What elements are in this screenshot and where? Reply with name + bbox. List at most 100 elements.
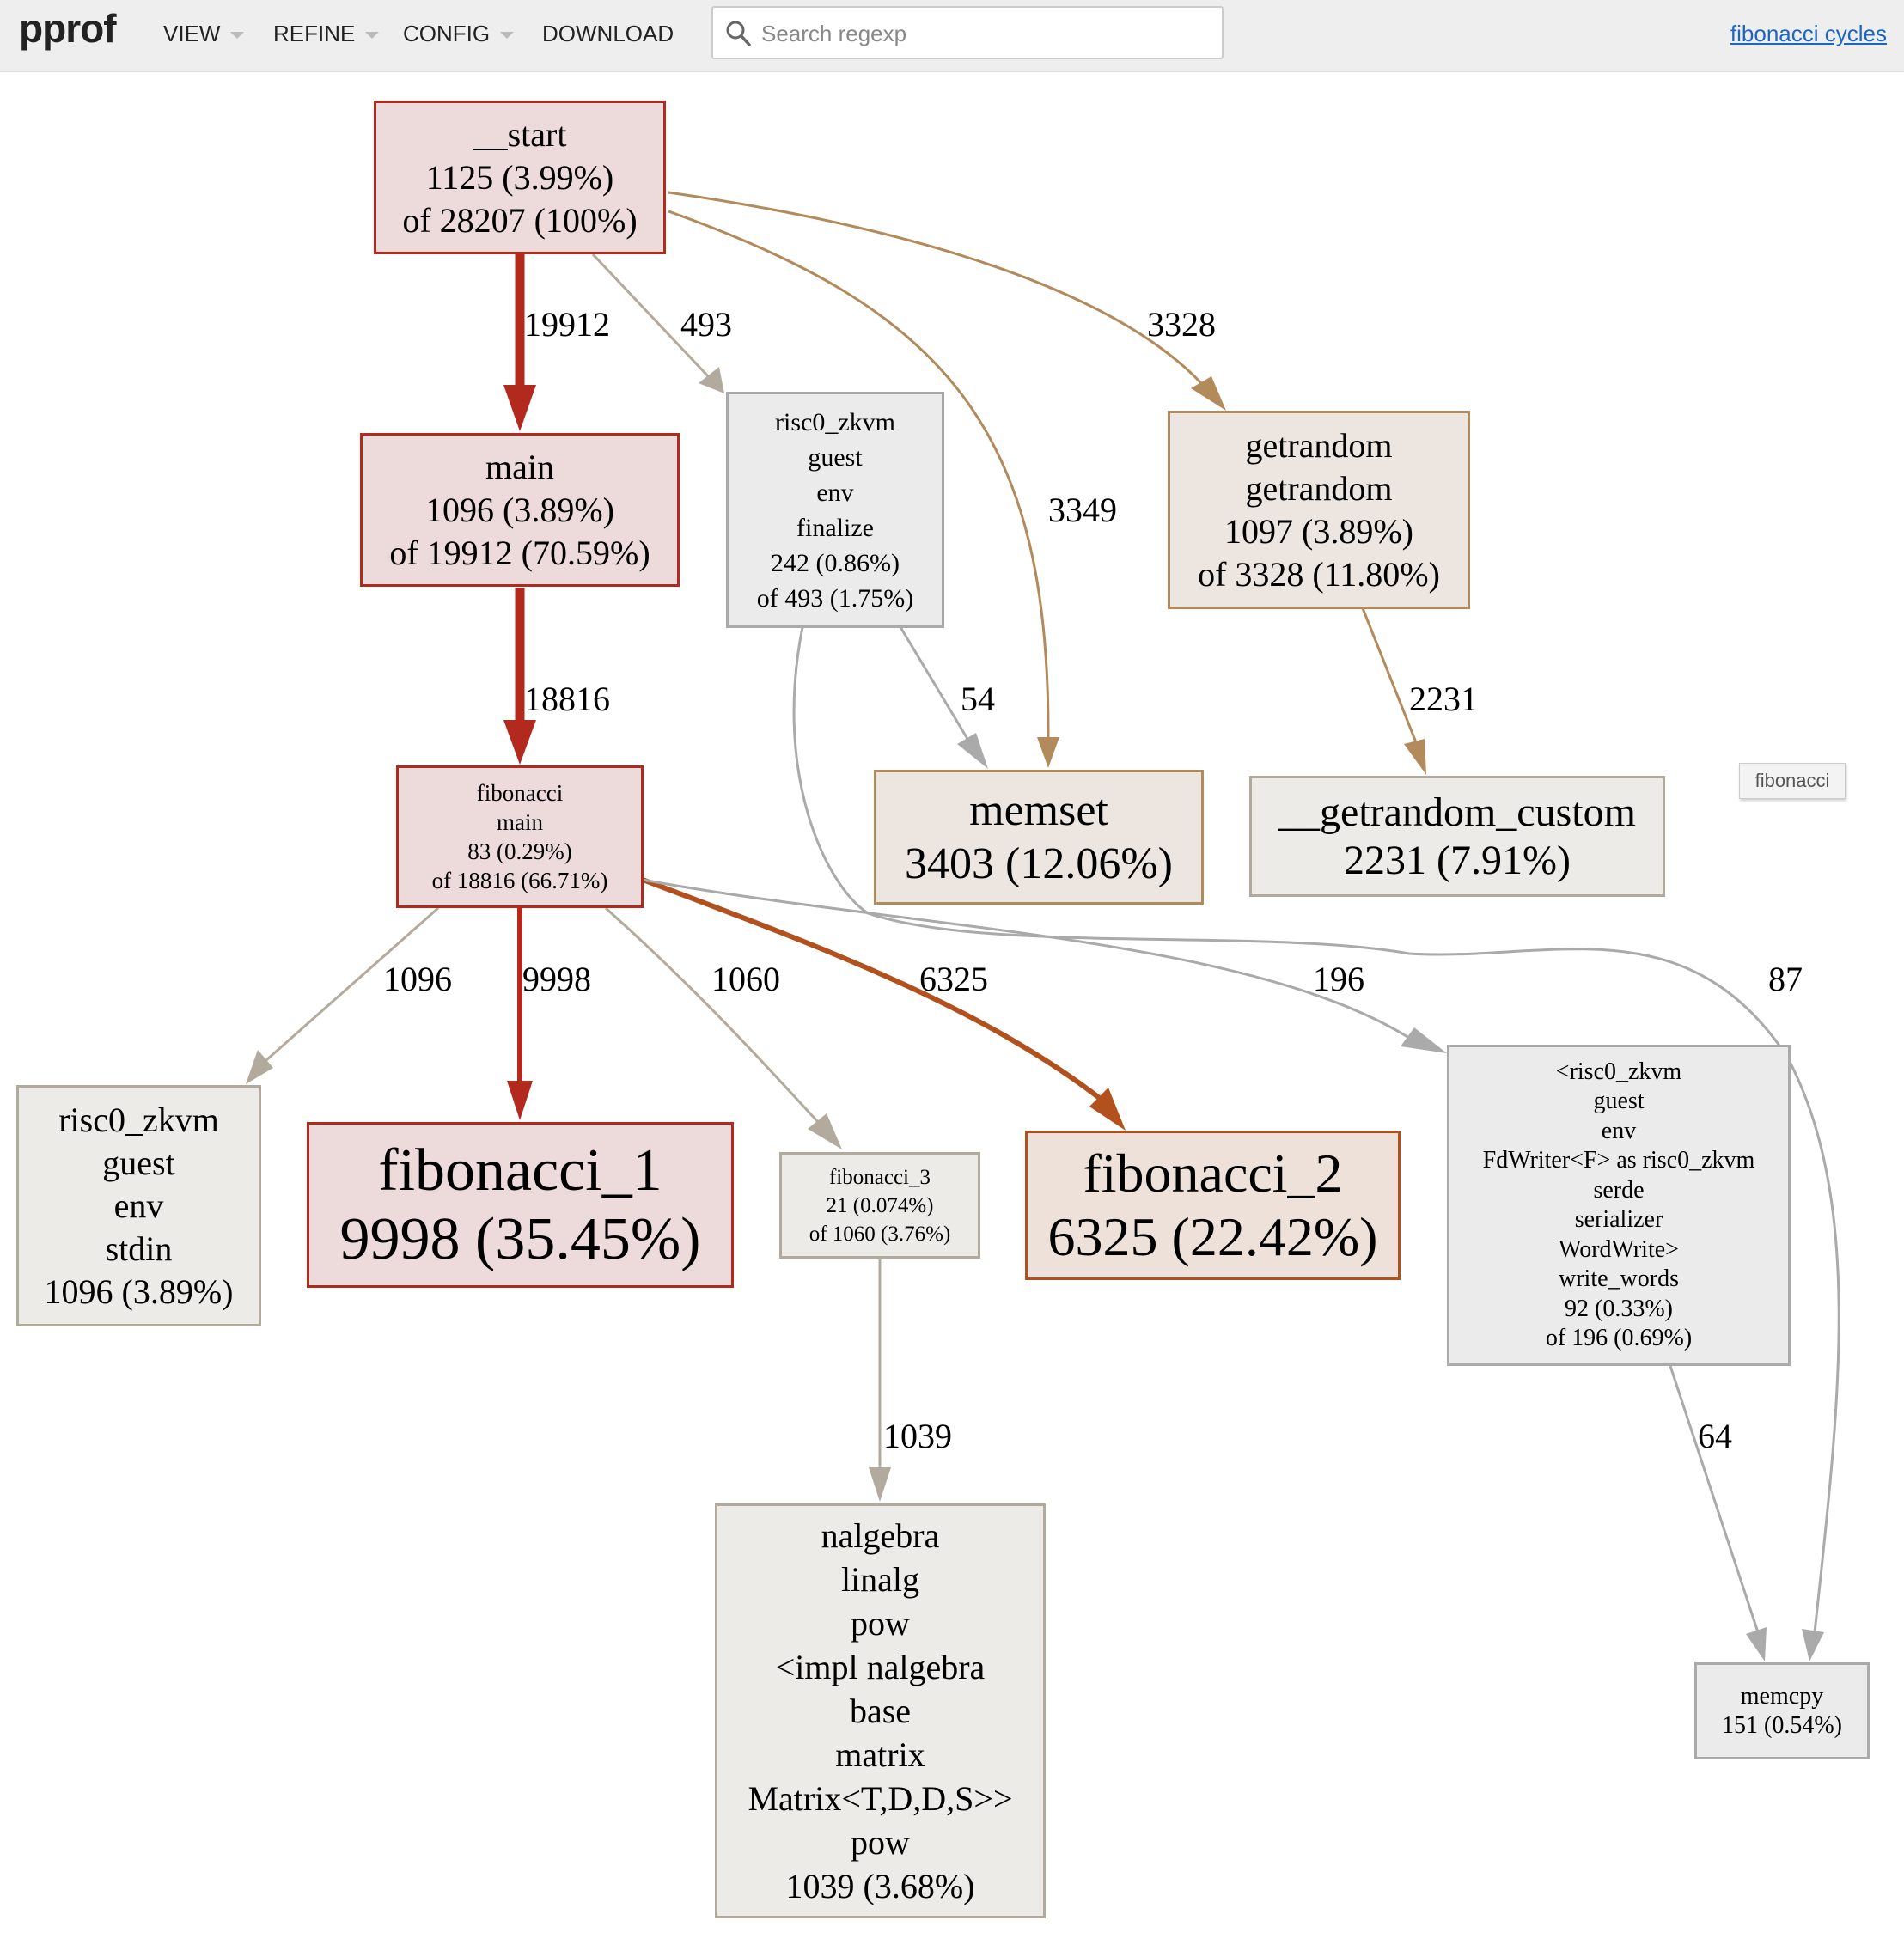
node-nalgebra-line-1: nalgebra: [821, 1516, 940, 1555]
node-fibonacci-3-line-1: fibonacci_3: [828, 1165, 931, 1189]
menu-refine[interactable]: REFINE: [273, 21, 380, 47]
node-getrandom-line-2: getrandom: [1245, 468, 1393, 508]
menu-download-label: DOWNLOAD: [542, 21, 674, 46]
menu-view[interactable]: VIEW: [163, 21, 245, 47]
node-memcpy-line-1: memcpy: [1740, 1682, 1824, 1710]
node-main-line-2: 1096 (3.89%): [425, 490, 614, 529]
node-fibonacci-2-line-2: 6325 (22.42%): [1047, 1206, 1378, 1267]
edge-label-fibmain-fib3: 1060: [711, 960, 780, 998]
node-nalgebra-line-9: 1039 (3.68%): [785, 1867, 975, 1905]
node-nalgebra-line-8: pow: [851, 1823, 910, 1862]
pprof-logo[interactable]: pprof: [19, 6, 117, 51]
edge-label-fibmain-fdwriter: 196: [1313, 960, 1364, 998]
node-fdwriter-line-3: env: [1601, 1117, 1637, 1144]
menu-config[interactable]: CONFIG: [403, 21, 515, 47]
node-getrandom-line-3: 1097 (3.89%): [1224, 511, 1413, 551]
edge-fibmain-fdwriter[interactable]: [642, 878, 1447, 1053]
node-getrandom[interactable]: getrandom getrandom 1097 (3.89%) of 3328…: [1168, 411, 1470, 609]
menu-download[interactable]: DOWNLOAD: [542, 21, 674, 47]
profile-title-link[interactable]: fibonacci cycles: [1730, 21, 1887, 46]
node-fibonacci-main-line-4: of 18816 (66.71%): [431, 868, 608, 893]
node-stdin-line-2: guest: [102, 1143, 175, 1182]
node-main-line-3: of 19912 (70.59%): [389, 533, 650, 572]
edge-fibmain-fib2[interactable]: [641, 877, 1126, 1131]
node-start-line-3: of 28207 (100%): [402, 200, 638, 240]
edge-label-finalize-memset: 54: [961, 680, 995, 718]
node-memcpy-line-2: 151 (0.54%): [1722, 1711, 1842, 1739]
node-fibonacci-1-line-1: fibonacci_1: [378, 1137, 662, 1204]
node-stdin-line-4: stdin: [105, 1229, 173, 1268]
node-nalgebra-pow[interactable]: nalgebra linalg pow <impl nalgebra base …: [715, 1503, 1046, 1918]
node-fibonacci-2[interactable]: fibonacci_2 6325 (22.42%): [1025, 1131, 1401, 1280]
edge-start-main[interactable]: [503, 254, 536, 431]
edge-label-start-finalize: 493: [680, 305, 732, 344]
edge-start-getrandom[interactable]: [668, 191, 1226, 411]
node-fibonacci-main[interactable]: fibonacci main 83 (0.29%) of 18816 (66.7…: [396, 765, 644, 908]
node-fibonacci-main-line-2: main: [497, 809, 543, 835]
chevron-down-icon: [230, 32, 245, 40]
edge-label-fibmain-fib1: 9998: [522, 960, 591, 998]
node-start-line-2: 1125 (3.99%): [425, 157, 614, 197]
search-input[interactable]: [760, 15, 1210, 52]
edge-label-finalize-memcpy: 87: [1768, 960, 1803, 998]
node-fdwriter-write-words[interactable]: <risc0_zkvm guest env FdWriter<F> as ris…: [1447, 1045, 1791, 1366]
search-box[interactable]: [711, 6, 1224, 59]
node-fibonacci-3-line-3: of 1060 (3.76%): [809, 1222, 951, 1246]
node-fibonacci-1[interactable]: fibonacci_1 9998 (35.45%): [307, 1122, 734, 1288]
edge-start-memset[interactable]: [668, 210, 1059, 768]
node-nalgebra-line-6: matrix: [835, 1735, 925, 1774]
node-finalize-line-2: guest: [808, 442, 863, 472]
node-finalize-line-6: of 493 (1.75%): [756, 583, 914, 613]
node-fibonacci-1-line-2: 9998 (35.45%): [339, 1205, 701, 1272]
edge-label-fdwriter-memcpy: 64: [1698, 1417, 1732, 1455]
node-finalize-line-1: risc0_zkvm: [775, 407, 895, 436]
node-fdwriter-line-5: serde: [1593, 1176, 1645, 1204]
edge-fibmain-fib1[interactable]: [507, 908, 533, 1120]
node-getrandom-custom[interactable]: __getrandom_custom 2231 (7.91%): [1249, 776, 1665, 897]
node-main-line-1: main: [485, 447, 554, 486]
node-getrandom-custom-line-2: 2231 (7.91%): [1344, 837, 1571, 883]
node-finalize[interactable]: risc0_zkvm guest env finalize 242 (0.86%…: [726, 392, 944, 628]
node-memset-line-2: 3403 (12.06%): [905, 838, 1173, 888]
node-fdwriter-line-7: WordWrite>: [1559, 1235, 1679, 1263]
node-fdwriter-line-10: of 196 (0.69%): [1545, 1325, 1693, 1351]
node-fibonacci-main-line-1: fibonacci: [476, 780, 564, 806]
edge-label-fibmain-fib2: 6325: [919, 960, 988, 998]
edge-fibmain-fib3[interactable]: [604, 906, 842, 1149]
edge-start-finalize[interactable]: [591, 253, 724, 393]
call-graph: [246, 191, 1840, 1661]
hover-tooltip: fibonacci: [1739, 763, 1846, 799]
node-nalgebra-line-5: base: [849, 1692, 912, 1730]
node-fibonacci-3-line-2: 21 (0.074%): [826, 1193, 934, 1217]
node-fibonacci-2-line-1: fibonacci_2: [1083, 1143, 1343, 1204]
edge-fib3-nalgebra[interactable]: [869, 1259, 891, 1502]
node-getrandom-line-4: of 3328 (11.80%): [1198, 554, 1440, 594]
node-start-line-1: __start: [473, 114, 567, 154]
edge-fdwriter-memcpy[interactable]: [1669, 1365, 1767, 1661]
chevron-down-icon: [365, 32, 380, 40]
node-finalize-line-5: 242 (0.86%): [771, 548, 900, 577]
node-fdwriter-line-6: serializer: [1574, 1206, 1663, 1233]
node-stdin-line-5: 1096 (3.89%): [44, 1271, 234, 1311]
edge-label-start-getrandom: 3328: [1147, 305, 1216, 344]
edge-fibmain-stdin[interactable]: [246, 906, 439, 1084]
toolbar: pprof VIEW REFINE CONFIG DOWNLOAD fibona…: [0, 0, 1904, 72]
node-fdwriter-line-4: FdWriter<F> as risc0_zkvm: [1482, 1147, 1755, 1174]
menu-refine-label: REFINE: [273, 21, 356, 46]
edge-getrandom-custom[interactable]: [1361, 607, 1426, 775]
edge-finalize-memset[interactable]: [899, 626, 988, 769]
node-start[interactable]: __start 1125 (3.99%) of 28207 (100%): [374, 101, 666, 254]
node-main[interactable]: main 1096 (3.89%) of 19912 (70.59%): [360, 433, 680, 587]
edge-finalize-memcpy[interactable]: [792, 626, 1840, 1661]
menu-view-label: VIEW: [163, 21, 221, 46]
node-fibonacci-3[interactable]: fibonacci_3 21 (0.074%) of 1060 (3.76%): [779, 1152, 980, 1259]
node-finalize-line-3: env: [816, 478, 854, 507]
node-memcpy[interactable]: memcpy 151 (0.54%): [1694, 1662, 1870, 1759]
node-getrandom-line-1: getrandom: [1245, 425, 1393, 465]
edge-label-getrandom-custom: 2231: [1409, 680, 1478, 718]
node-stdin[interactable]: risc0_zkvm guest env stdin 1096 (3.89%): [16, 1085, 261, 1326]
node-memset[interactable]: memset 3403 (12.06%): [874, 770, 1204, 905]
edge-main-fibmain[interactable]: [503, 588, 536, 765]
edge-label-main-fibmain: 18816: [524, 680, 610, 718]
edge-label-fib3-nalgebra: 1039: [883, 1417, 952, 1455]
